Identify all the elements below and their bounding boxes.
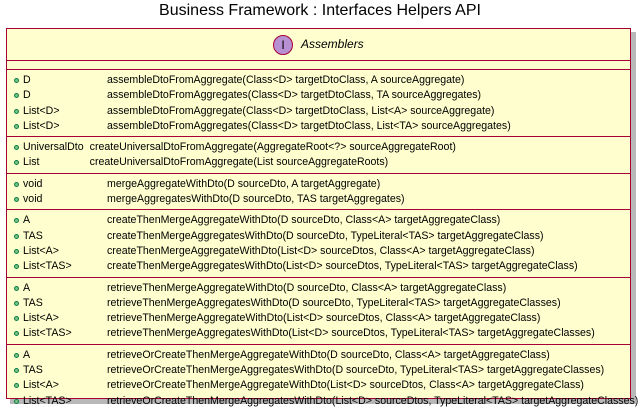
method-row: List<D> assembleDtoFromAggregate(Class<D>… [7, 104, 630, 119]
method-row: List createUniversalDtoFromAggregate(List… [7, 155, 630, 170]
method-signature: assembleDtoFromAggregates(Class<D> targe… [107, 89, 482, 102]
method-signature: retrieveThenMergeAggregateWithDto(List<D… [107, 312, 541, 325]
method-signature: retrieveOrCreateThenMergeAggregatesWithD… [107, 364, 605, 377]
method-row: List<TAS> retrieveThenMergeAggregatesWith… [7, 326, 630, 341]
method-row: UniversalDto createUniversalDtoFromAggreg… [7, 140, 630, 155]
method-return-type: List<D> [23, 119, 60, 132]
method-return-type: List<D> [23, 104, 60, 117]
public-method-icon [14, 123, 19, 129]
method-return-type: TAS [23, 364, 43, 377]
public-method-icon [14, 368, 19, 374]
method-return-type: A [23, 281, 31, 294]
method-signature: assembleDtoFromAggregate(Class<D> target… [107, 74, 465, 86]
method-signature: retrieveThenMergeAggregatesWithDto(List<… [107, 327, 595, 340]
public-method-icon [14, 264, 19, 270]
method-return-type: List<TAS> [23, 327, 72, 340]
method-return-type: A [23, 214, 31, 227]
public-method-icon [14, 285, 19, 291]
public-method-icon [14, 181, 19, 187]
method-signature: assembleDtoFromAggregate(Class<D> target… [107, 104, 495, 117]
method-return-type: void [23, 177, 43, 190]
method-return-type: D [23, 74, 31, 86]
method-row: List<TAS> retrieveOrCreateThenMergeAggreg… [7, 394, 638, 409]
method-signature: mergeAggregatesWithDto(D sourceDto, TAS … [107, 193, 405, 206]
method-return-type: List<A> [23, 379, 59, 392]
public-method-icon [14, 316, 19, 322]
public-method-icon [14, 108, 19, 114]
public-method-icon [14, 233, 19, 239]
method-row: List<A> retrieveOrCreateThenMergeAggregat… [7, 378, 630, 393]
method-return-type: List<TAS> [23, 260, 72, 273]
method-signature: retrieveThenMergeAggregateWithDto(D sour… [107, 281, 507, 294]
diagram-title: Business Framework : Interfaces Helpers … [159, 2, 481, 19]
public-method-icon [14, 93, 19, 99]
method-row: List<A> createThenMergeAggregateWithDto(L… [7, 244, 630, 259]
method-signature: retrieveOrCreateThenMergeAggregateWithDt… [107, 379, 584, 392]
method-return-type: UniversalDto [23, 141, 84, 154]
method-return-type: List<TAS> [23, 394, 72, 407]
method-row: TAS retrieveThenMergeAggregatesWithDto(D … [7, 296, 630, 311]
method-signature: createThenMergeAggregatesWithDto(List<D>… [107, 260, 578, 273]
public-method-icon [14, 145, 19, 151]
public-method-icon [14, 383, 19, 389]
method-signature: createUniversalDtoFromAggregate(Aggregat… [89, 141, 456, 154]
method-return-type: List [23, 156, 40, 169]
public-method-icon [14, 331, 19, 337]
method-row: void mergeAggregateWithDto(D sourceDto, A… [7, 177, 630, 192]
public-method-icon [14, 352, 19, 358]
method-signature: mergeAggregateWithDto(D sourceDto, A tar… [107, 177, 381, 190]
method-signature: createUniversalDtoFromAggregate(List sou… [89, 156, 389, 169]
method-signature: createThenMergeAggregateWithDto(D source… [107, 214, 501, 227]
public-method-icon [14, 248, 19, 254]
method-row: void mergeAggregatesWithDto(D sourceDto, … [7, 192, 630, 207]
method-return-type: A [23, 348, 31, 361]
method-group: UniversalDto createUniversalDtoFromAggreg… [7, 137, 630, 174]
method-return-type: D [23, 89, 31, 102]
method-signature: retrieveOrCreateThenMergeAggregatesWithD… [107, 394, 639, 407]
method-signature: createThenMergeAggregateWithDto(List<D> … [107, 244, 535, 257]
method-row: List<D> assembleDtoFromAggregates(Class<D… [7, 119, 630, 134]
public-method-icon [14, 197, 19, 203]
method-row: List<A> retrieveThenMergeAggregateWithDto… [7, 311, 630, 326]
method-row: List<TAS> createThenMergeAggregatesWithDt… [7, 259, 630, 274]
method-signature: retrieveThenMergeAggregatesWithDto(D sou… [107, 296, 561, 309]
public-method-icon [14, 160, 19, 166]
method-row: TAS createThenMergeAggregatesWithDto(D so… [7, 229, 630, 244]
method-return-type: TAS [23, 229, 43, 242]
method-return-type: TAS [23, 296, 43, 309]
method-group: void mergeAggregateWithDto(D sourceDto, A… [7, 174, 630, 211]
method-return-type: List<A> [23, 244, 59, 257]
method-signature: createThenMergeAggregatesWithDto(D sourc… [107, 229, 544, 242]
class-name: Assemblers [301, 37, 364, 51]
method-row: TAS retrieveOrCreateThenMergeAggregatesWi… [7, 363, 630, 378]
public-method-icon [14, 300, 19, 306]
class-header: I Assemblers [7, 29, 630, 61]
method-signature: retrieveOrCreateThenMergeAggregateWithDt… [107, 348, 550, 361]
public-method-icon [14, 218, 19, 224]
public-method-icon [14, 78, 19, 83]
method-return-type: List<A> [23, 312, 59, 325]
method-signature: assembleDtoFromAggregates(Class<D> targe… [107, 119, 511, 132]
attributes-compartment [7, 61, 630, 70]
public-method-icon [14, 398, 19, 404]
method-return-type: void [23, 193, 43, 206]
interface-stereotype-icon: I [273, 35, 293, 55]
